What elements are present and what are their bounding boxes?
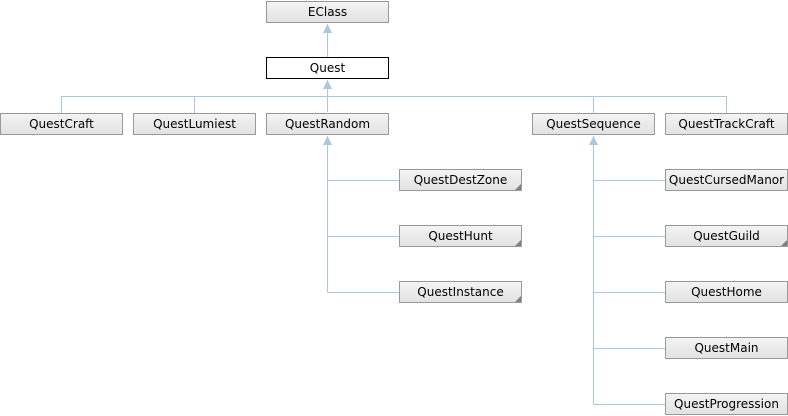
node-questcraft-label: QuestCraft [29,117,94,131]
node-questprogression[interactable]: QuestProgression [665,393,788,415]
node-questmain-label: QuestMain [694,341,759,355]
node-questinstance-label: QuestInstance [417,285,504,299]
node-questhome[interactable]: QuestHome [665,281,788,303]
node-questtrackcraft[interactable]: QuestTrackCraft [665,113,788,135]
node-questsequence[interactable]: QuestSequence [532,113,655,135]
node-questdestzone-label: QuestDestZone [413,173,508,187]
node-questcursedmanor-label: QuestCursedManor [668,173,785,187]
node-questguild[interactable]: QuestGuild [665,225,788,247]
node-questhome-label: QuestHome [691,285,762,299]
arrowhead-quest [323,80,332,89]
node-questprogression-label: QuestProgression [674,397,779,411]
node-questhunt[interactable]: QuestHunt [399,225,522,247]
node-questhunt-label: QuestHunt [428,229,493,243]
node-questcraft[interactable]: QuestCraft [0,113,123,135]
arrowhead-eclass [323,24,332,33]
node-questinstance[interactable]: QuestInstance [399,281,522,303]
more-children-marker [515,296,521,302]
arrowhead-questrandom [323,136,332,145]
node-questrandom-label: QuestRandom [284,117,371,131]
node-questrandom[interactable]: QuestRandom [266,113,389,135]
more-children-marker [515,240,521,246]
node-questtrackcraft-label: QuestTrackCraft [678,117,775,131]
node-questsequence-label: QuestSequence [546,117,641,131]
node-quest-label: Quest [309,61,346,75]
node-questlumiest[interactable]: QuestLumiest [133,113,256,135]
node-questguild-label: QuestGuild [693,229,760,243]
node-eclass-label: EClass [307,5,348,19]
node-quest: Quest [266,57,389,79]
node-questcursedmanor[interactable]: QuestCursedManor [665,169,788,191]
more-children-marker [515,184,521,190]
node-questlumiest-label: QuestLumiest [153,117,236,131]
node-eclass[interactable]: EClass [266,1,389,23]
node-questdestzone[interactable]: QuestDestZone [399,169,522,191]
arrowhead-questsequence [589,136,598,145]
more-children-marker [781,240,787,246]
node-questmain[interactable]: QuestMain [665,337,788,359]
